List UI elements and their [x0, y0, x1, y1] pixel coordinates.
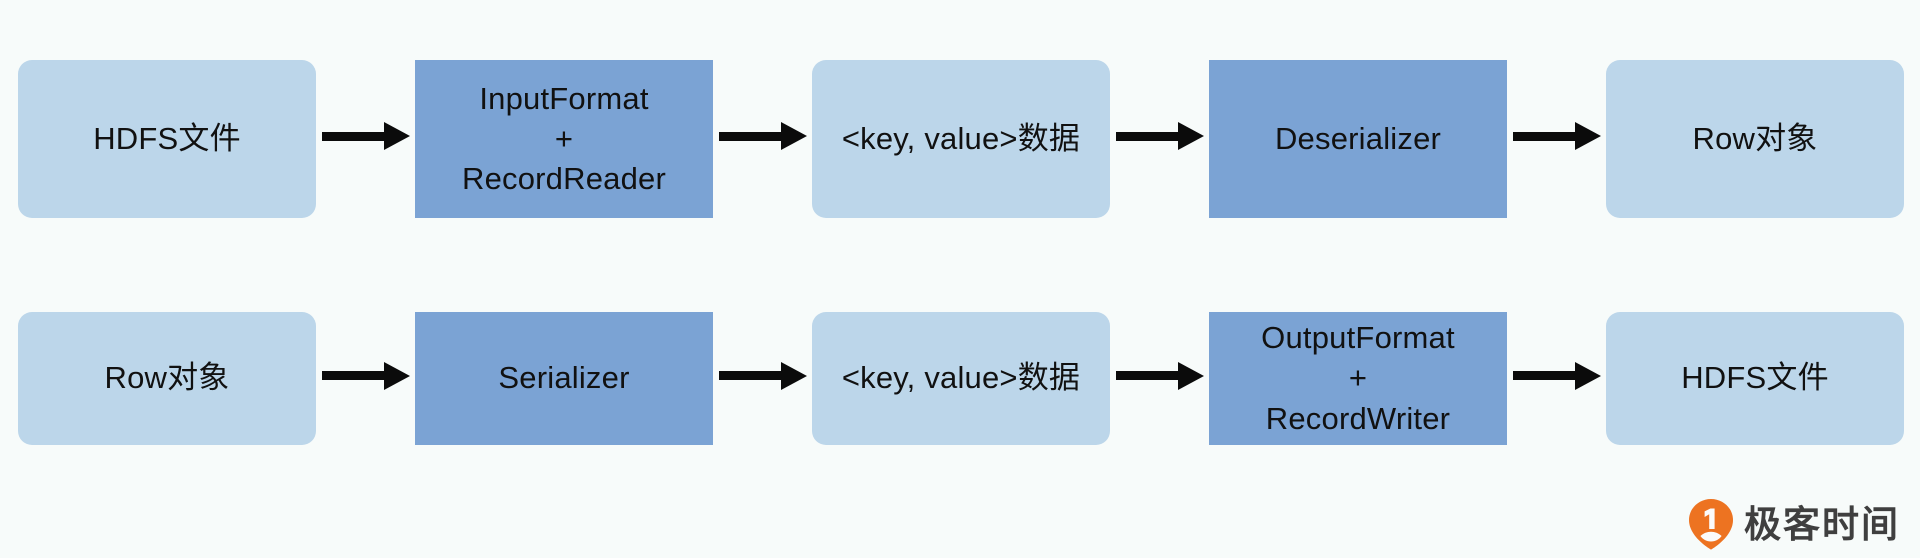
flow-arrow: [719, 122, 807, 150]
arrow-shaft: [322, 371, 385, 380]
flow-arrow: [322, 361, 410, 390]
flow-node: <key, value>数据: [812, 312, 1110, 445]
arrow-shaft: [1116, 371, 1179, 380]
flow-node: HDFS文件: [18, 60, 316, 218]
geektime-pin-icon: [1688, 498, 1734, 550]
arrow-head-icon: [1575, 361, 1601, 390]
flow-node: HDFS文件: [1606, 312, 1904, 445]
flow-node: OutputFormat + RecordWriter: [1209, 312, 1507, 445]
arrow-head-icon: [384, 122, 410, 150]
flow-node: Deserializer: [1209, 60, 1507, 218]
flow-arrow: [1116, 122, 1204, 150]
watermark-text: 极客时间: [1744, 503, 1900, 545]
flow-node: <key, value>数据: [812, 60, 1110, 218]
arrow-head-icon: [384, 361, 410, 390]
arrow-shaft: [1513, 131, 1576, 141]
flow-node: InputFormat + RecordReader: [415, 60, 713, 218]
flow-node: Row对象: [1606, 60, 1904, 218]
arrow-shaft: [1513, 371, 1576, 380]
arrow-head-icon: [781, 361, 807, 390]
arrow-shaft: [1116, 131, 1179, 141]
arrow-shaft: [322, 131, 385, 141]
watermark: 极客时间: [1688, 498, 1900, 550]
flow-node: Serializer: [415, 312, 713, 445]
arrow-head-icon: [781, 122, 807, 150]
flow-row-deserialize: HDFS文件 InputFormat + RecordReader <key, va…: [0, 60, 1920, 218]
flow-arrow: [322, 122, 410, 150]
flow-arrow: [1116, 361, 1204, 390]
flow-row-serialize: Row对象 Serializer <key, value>数据 OutputForma…: [0, 312, 1920, 445]
flow-node: Row对象: [18, 312, 316, 445]
arrow-head-icon: [1575, 122, 1601, 150]
flow-arrow: [1513, 122, 1601, 150]
arrow-head-icon: [1178, 361, 1204, 390]
flow-arrow: [719, 361, 807, 390]
arrow-shaft: [719, 371, 782, 380]
arrow-shaft: [719, 131, 782, 141]
flow-arrow: [1513, 361, 1601, 390]
arrow-head-icon: [1178, 122, 1204, 150]
